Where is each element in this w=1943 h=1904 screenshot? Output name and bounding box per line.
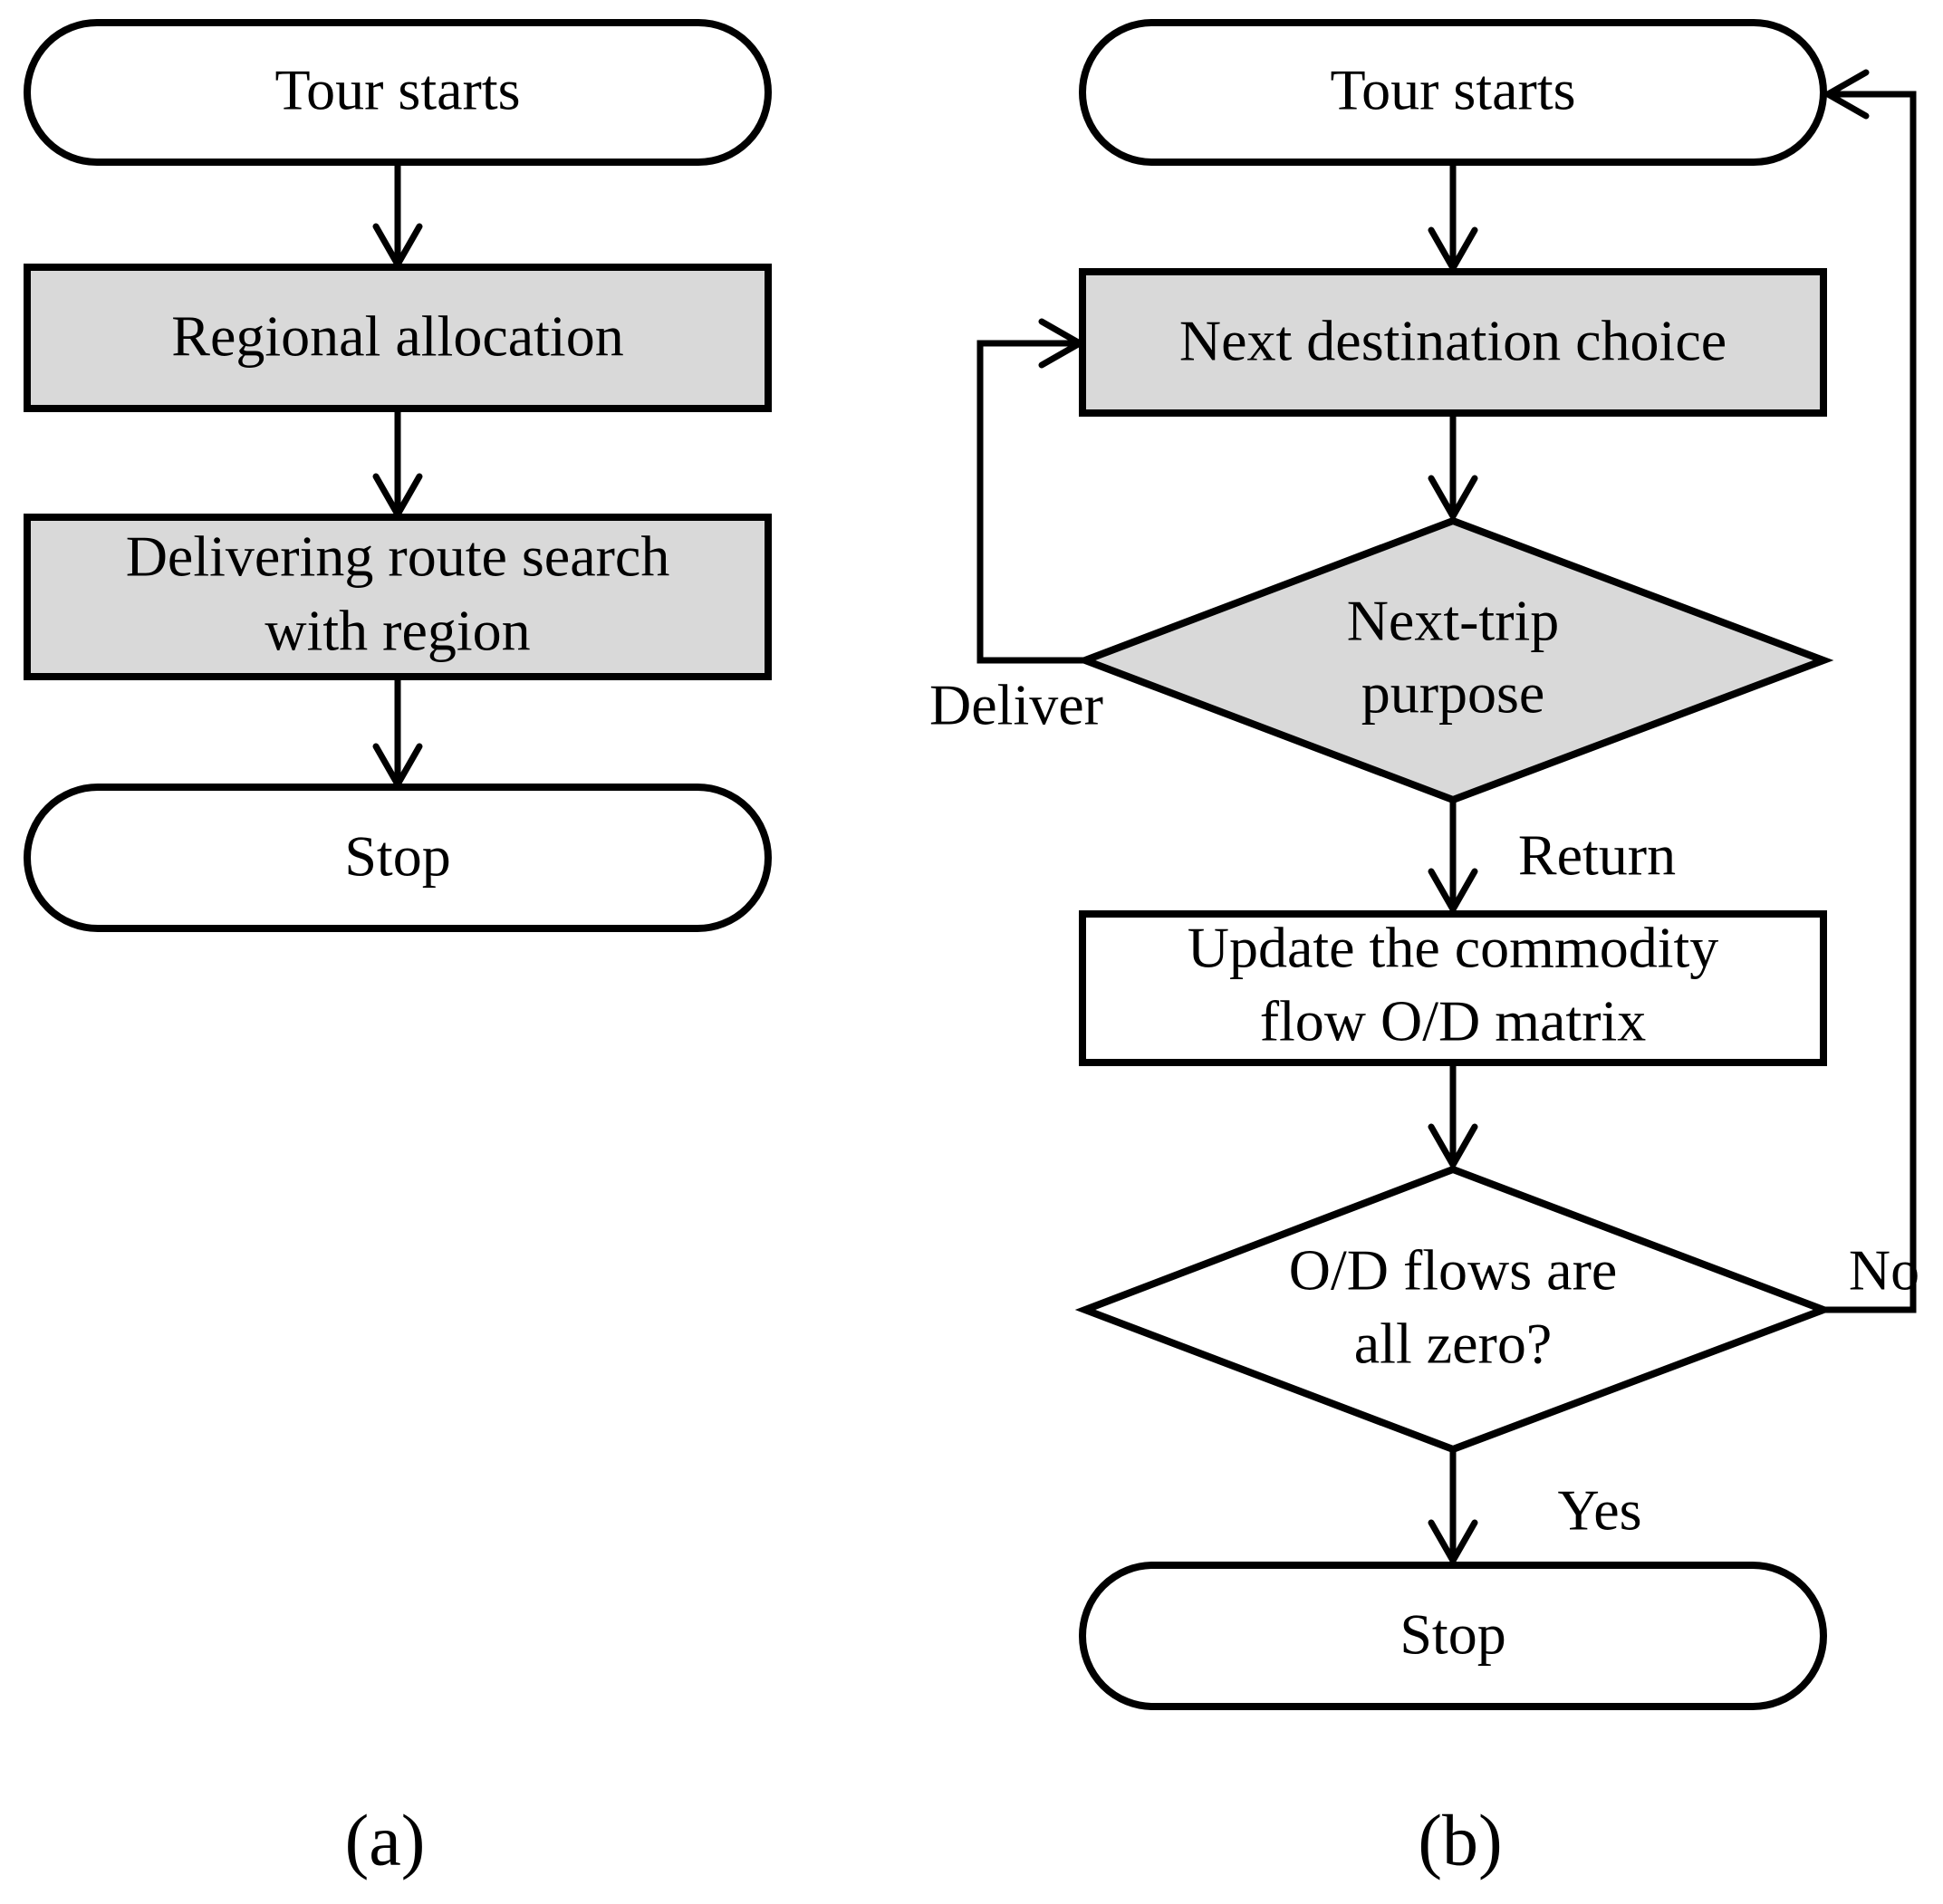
b-purpose-label-line1: Next-trip [1347,589,1560,653]
a-regional-allocation-box [24,264,772,412]
b-deliver-loop-arrow [976,318,1087,664]
b-start-label: Tour starts [1330,58,1575,122]
a-stop-label: Stop [344,824,450,889]
b-purpose-label-line2: purpose [1361,661,1545,726]
b-deliver-label: Deliver [929,673,1103,737]
b-update-label-line2: flow O/D matrix [1260,989,1647,1053]
b-stop-label: Stop [1400,1602,1505,1667]
panel-a: Tour starts Regional allocation Deliveri… [24,19,772,1880]
b-caption: (b) [1418,1801,1502,1880]
a-caption: (a) [345,1801,426,1880]
b-return-label: Return [1518,823,1676,888]
b-zero-check-label-line1: O/D flows are [1289,1238,1618,1303]
a-start-label: Tour starts [274,58,520,122]
panel-b: Tour starts Next destination choice Next… [929,19,1919,1880]
b-no-label: No [1849,1238,1919,1303]
b-update-label-line1: Update the commodity [1188,916,1719,980]
a-route-search-label-line1: Delivering route search [126,524,670,589]
b-update-matrix-box [1079,910,1827,1066]
b-zero-check-label-line2: all zero? [1354,1312,1553,1376]
b-zero-check-decision [1074,1165,1834,1454]
b-stop-terminator [1079,1562,1827,1710]
a-stop-terminator [24,784,772,932]
a-regional-allocation-label: Regional allocation [171,304,623,369]
a-route-search-label-line2: with region [265,599,530,663]
b-yes-label: Yes [1557,1478,1641,1543]
b-next-destination-label: Next destination choice [1179,309,1727,373]
b-no-loop-arrow [1821,69,1917,1313]
